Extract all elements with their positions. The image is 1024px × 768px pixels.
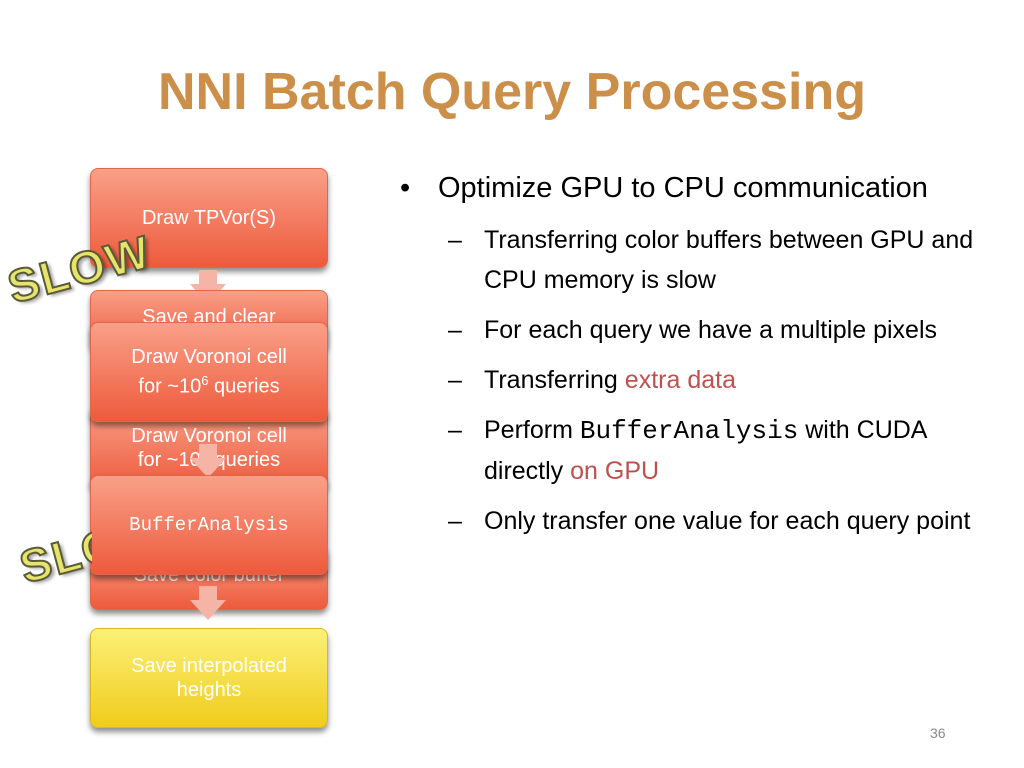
accent-text: extra data [624, 366, 736, 394]
down-arrow-icon [190, 444, 226, 478]
flow-box-draw-tpvor: Draw TPVor(S) [90, 168, 328, 268]
flow-box-save-heights: Save interpolated heights [90, 628, 328, 728]
slow-stamp: SLOW [13, 504, 92, 594]
flow-box-buffer-analysis: BufferAnalysis [90, 475, 328, 575]
accent-text: on GPU [570, 457, 660, 485]
sub-bullet-item: – For each query we have a multiple pixe… [400, 310, 1000, 350]
sub-bullet-text: Only transfer one value for each query p… [484, 507, 971, 535]
bullet-item: • Optimize GPU to CPU communication [400, 166, 1000, 210]
flow-box-draw-voronoi: Draw Voronoi cell for ~106 queries [90, 322, 328, 422]
sub-bullet-item: – Transferring color buffers between GPU… [400, 220, 1000, 300]
sub-bullet-item: – Perform BufferAnalysis with CUDA direc… [400, 410, 1000, 491]
sub-bullet-text: For each query we have a multiple pixels [484, 316, 938, 344]
sub-bullet-text: Transferring color buffers between GPU a… [484, 226, 974, 294]
bullet-list: • Optimize GPU to CPU communication – Tr… [400, 166, 1000, 541]
sub-bullet-dash: – [448, 226, 462, 254]
slow-stamp-clip: SLOW [0, 500, 92, 600]
bullet-dot: • [400, 172, 411, 204]
sub-bullet-item: – Only transfer one value for each query… [400, 501, 1000, 541]
sub-bullet-text: with CUDA directly [484, 416, 927, 485]
flow-box-label: Draw Voronoi cell [131, 424, 287, 447]
flow-box-label: Draw Voronoi cell [131, 346, 287, 369]
down-arrow-icon [190, 586, 226, 620]
sub-bullet-text: Perform [484, 416, 580, 444]
sub-bullet-dash: – [448, 507, 462, 535]
flow-box-label: Save interpolated [131, 655, 287, 677]
sub-bullet-text: Transferring [484, 366, 625, 394]
slide-title: NNI Batch Query Processing [158, 63, 866, 121]
flow-box-label: for ~106 queries [138, 373, 280, 398]
sub-bullet-dash: – [448, 316, 462, 344]
flow-box-label: BufferAnalysis [129, 514, 289, 536]
down-arrow-icon [190, 270, 226, 304]
flow-box-label: Draw TPVor(S) [141, 207, 277, 229]
code-text: BufferAnalysis [579, 416, 799, 446]
bullet-text: Optimize GPU to CPU communication [438, 172, 928, 204]
sub-bullet-item: – Transferring extra data [400, 360, 1000, 400]
flow-box-label: heights [176, 679, 242, 701]
page-number: 36 [930, 725, 946, 741]
sub-bullet-dash: – [448, 416, 462, 444]
sub-bullet-dash: – [448, 366, 462, 394]
